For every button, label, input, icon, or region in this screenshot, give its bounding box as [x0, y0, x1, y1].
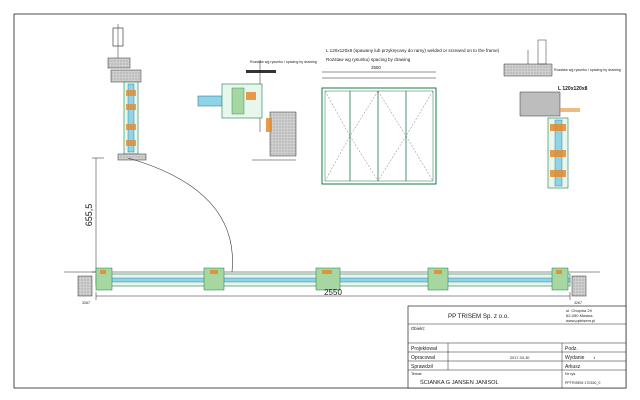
steel-angle	[519, 91, 561, 117]
note-small-left: Rozstaw wg rysunku / spacing by drawing	[250, 60, 317, 64]
nr-rys-value: PPTRISEM 170330_0	[565, 381, 600, 385]
detail-middle-section: Rozstaw wg rysunku / spacing by drawing	[197, 60, 317, 161]
drawing-date: 2017-03-30	[510, 356, 529, 360]
floor-slab-left	[117, 153, 147, 161]
vertical-dimension: 655,5	[84, 157, 104, 273]
company-name: PP TRISEM Sp. z o.o.	[448, 313, 509, 320]
right-wall	[571, 275, 587, 297]
opracowal-label: Opracował	[411, 355, 436, 361]
left-wall	[77, 275, 93, 297]
note-angle-right: L 120x120x8	[558, 86, 588, 92]
company-address-line1: ul. Chopina 29	[566, 308, 593, 313]
horizontal-dimension-label: 2550	[324, 288, 342, 297]
right-anchor-label: 3267	[574, 301, 582, 305]
vertical-glass	[127, 83, 135, 153]
wydanie-value: 1	[593, 355, 596, 360]
top-slab	[107, 57, 131, 69]
company-website: www.pptrisem.pl	[566, 318, 595, 323]
note-angle-line1: L 120x120x8 (spawany lub przykręcany do …	[326, 48, 500, 53]
elevation-frame	[321, 87, 437, 185]
podz-label: Podz.	[565, 346, 578, 352]
arkusz-label: Arkusz	[565, 364, 581, 370]
elevation-opening-lines	[324, 90, 434, 182]
horizontal-section: 2550 3267 3267	[64, 267, 600, 305]
swing-arc	[127, 157, 233, 273]
detail-concrete	[269, 111, 297, 157]
right-vertical-section: Rozstaw wg rysunku / spacing by drawing …	[503, 39, 621, 189]
temat-value: ŚCIANKA G JANSEN JANISOL	[420, 378, 499, 386]
sprawdzil-label: Sprawdził	[411, 364, 434, 370]
wydanie-label: Wydanie	[565, 355, 585, 361]
nr-rys-label: Nr rys.	[565, 372, 576, 376]
title-block: PP TRISEM Sp. z o.o. ul. Chopina 29 62-0…	[407, 305, 627, 389]
elevation-view: L 120x120x8 (spawany lub przykręcany do …	[321, 48, 500, 185]
left-anchor-label: 3267	[82, 301, 90, 305]
sheet-border	[13, 13, 627, 389]
company-address-line2: 62-050 Mosina	[566, 313, 593, 318]
obiekt-label: Obiekt:	[411, 326, 425, 331]
vertical-dimension-label: 655,5	[84, 204, 94, 227]
left-vertical-section	[107, 24, 147, 161]
projektowal-label: Projektował	[411, 346, 438, 352]
note-angle-line2: Rozstaw wg rysunku) spacing by drawing	[326, 57, 411, 62]
temat-label: Temat:	[411, 372, 422, 376]
note-small-right: Rozstaw wg rysunku / spacing by drawing	[554, 68, 621, 72]
elevation-width-label: 2550	[371, 65, 381, 70]
